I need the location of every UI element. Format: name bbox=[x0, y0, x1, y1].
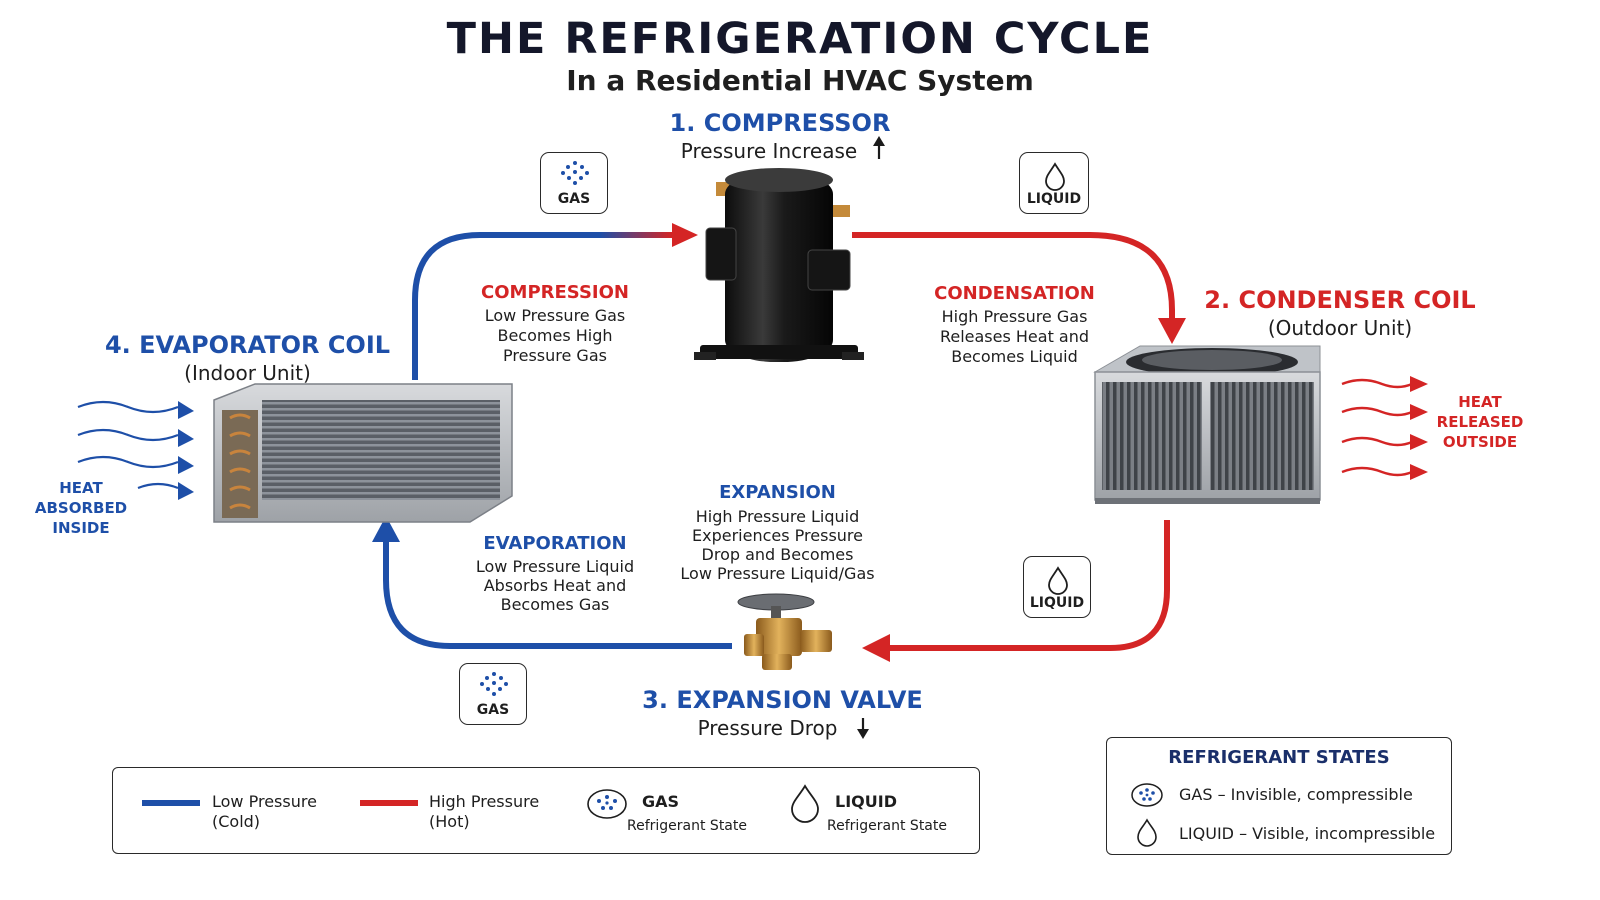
legend-low-label: Low Pressure bbox=[212, 792, 317, 811]
expansion-line: High Pressure Liquid bbox=[695, 507, 860, 526]
compressor-title: 1. COMPRESSOR bbox=[669, 109, 891, 137]
liquid-badge-top: LIQUID bbox=[1019, 152, 1089, 214]
liquid-drop-icon bbox=[791, 784, 819, 823]
pipe-suction-line bbox=[412, 223, 698, 380]
condensation-title: CONDENSATION bbox=[934, 283, 1095, 304]
gas-badge-label: GAS bbox=[476, 702, 510, 718]
liquid-drop-icon bbox=[1048, 566, 1068, 595]
evaporation-line: Absorbs Heat and bbox=[483, 576, 627, 595]
evaporator-subtitle: (Indoor Unit) bbox=[184, 361, 311, 385]
gas-badge-label: GAS bbox=[557, 191, 591, 207]
heat-released-line: RELEASED bbox=[1436, 413, 1524, 431]
compressor-image bbox=[694, 168, 864, 362]
condenser-unit-image bbox=[1093, 345, 1321, 504]
gas-icon bbox=[480, 672, 508, 696]
state-gas-description: GAS – Invisible, compressible bbox=[1179, 785, 1413, 804]
legend: Low Pressure (Cold) High Pressure (Hot) … bbox=[112, 767, 980, 854]
heat-absorbed-arrows bbox=[77, 400, 194, 500]
pressure-increase-arrow-icon bbox=[873, 136, 885, 159]
liquid-drop-icon bbox=[1045, 162, 1065, 191]
pipe-discharge-line bbox=[852, 232, 1186, 344]
high-pressure-swatch bbox=[360, 800, 418, 806]
gas-icon bbox=[561, 161, 589, 185]
liquid-badge-right: LIQUID bbox=[1023, 556, 1091, 618]
expansion-valve-image bbox=[737, 593, 832, 670]
legend-liquid-sub: Refrigerant State bbox=[827, 818, 947, 834]
compressor-subtitle: Pressure Increase bbox=[680, 139, 858, 163]
low-pressure-swatch bbox=[142, 800, 200, 806]
legend-high-pressure: High Pressure (Hot) bbox=[429, 792, 539, 832]
gas-badge-top: GAS bbox=[540, 152, 608, 214]
expansion-line: Low Pressure Liquid/Gas bbox=[680, 564, 875, 583]
compression-line: Pressure Gas bbox=[503, 346, 607, 365]
expansion-line: Drop and Becomes bbox=[701, 545, 854, 564]
liquid-badge-label: LIQUID bbox=[1029, 595, 1085, 611]
evaporation-description: EVAPORATION Low Pressure Liquid Absorbs … bbox=[455, 533, 655, 614]
compression-line: Becomes High bbox=[497, 326, 613, 345]
gas-badge-bottom: GAS bbox=[459, 663, 527, 725]
arrowhead bbox=[372, 516, 400, 542]
expansion-line: Experiences Pressure bbox=[692, 526, 863, 545]
expansion-valve-title: 3. EXPANSION VALVE bbox=[642, 686, 923, 714]
evaporation-line: Low Pressure Liquid bbox=[475, 557, 635, 576]
arrowhead bbox=[1158, 318, 1186, 344]
heat-absorbed-line: HEAT bbox=[59, 479, 103, 497]
legend-high-sub: (Hot) bbox=[429, 812, 470, 831]
heat-absorbed-label: HEAT ABSORBED INSIDE bbox=[22, 478, 140, 538]
legend-low-pressure: Low Pressure (Cold) bbox=[212, 792, 317, 832]
compression-line: Low Pressure Gas bbox=[484, 306, 626, 325]
compression-title: COMPRESSION bbox=[481, 282, 629, 303]
liquid-drop-icon bbox=[1137, 818, 1157, 847]
legend-low-sub: (Cold) bbox=[212, 812, 261, 831]
condensation-description: CONDENSATION High Pressure Gas Releases … bbox=[912, 283, 1117, 367]
condenser-subtitle: (Outdoor Unit) bbox=[1267, 316, 1413, 340]
arrowhead bbox=[672, 223, 698, 247]
expansion-valve-subtitle: Pressure Drop bbox=[697, 716, 838, 740]
gas-icon bbox=[1131, 783, 1163, 807]
heat-released-line: OUTSIDE bbox=[1442, 433, 1518, 451]
evaporator-coil-image bbox=[213, 383, 513, 523]
evaporation-line: Becomes Gas bbox=[500, 595, 610, 614]
heat-absorbed-line: INSIDE bbox=[52, 519, 110, 537]
heat-released-label: HEAT RELEASED OUTSIDE bbox=[1428, 392, 1532, 452]
evaporator-title: 4. EVAPORATOR COIL bbox=[104, 331, 391, 359]
arrowhead bbox=[862, 634, 890, 662]
gas-icon bbox=[587, 789, 627, 819]
condensation-line: Releases Heat and bbox=[939, 327, 1090, 346]
heat-released-line: HEAT bbox=[1458, 393, 1502, 411]
page-subtitle: In a Residential HVAC System bbox=[566, 64, 1034, 97]
condensation-line: Becomes Liquid bbox=[951, 347, 1078, 366]
legend-liquid-label: LIQUID bbox=[835, 792, 897, 811]
heat-released-arrows bbox=[1341, 376, 1428, 480]
heat-absorbed-line: ABSORBED bbox=[34, 499, 128, 517]
liquid-badge-label: LIQUID bbox=[1026, 191, 1082, 207]
legend-gas-sub: Refrigerant State bbox=[627, 818, 747, 834]
refrigerant-states-panel: REFRIGERANT STATES GAS – Invisible, comp… bbox=[1106, 737, 1452, 855]
condensation-line: High Pressure Gas bbox=[941, 307, 1088, 326]
pipe-liquid-line bbox=[862, 520, 1170, 662]
pipe-evaporator-feed bbox=[372, 516, 732, 649]
legend-gas-label: GAS bbox=[642, 792, 680, 811]
page-title: THE REFRIGERATION CYCLE bbox=[446, 14, 1154, 64]
pressure-drop-arrow-icon bbox=[857, 718, 869, 739]
legend-high-label: High Pressure bbox=[429, 792, 540, 811]
condenser-title: 2. CONDENSER COIL bbox=[1204, 286, 1476, 314]
expansion-title: EXPANSION bbox=[719, 482, 836, 503]
expansion-description: EXPANSION High Pressure Liquid Experienc… bbox=[665, 482, 890, 583]
compression-description: COMPRESSION Low Pressure Gas Becomes Hig… bbox=[455, 282, 655, 366]
evaporation-title: EVAPORATION bbox=[483, 533, 627, 554]
state-liquid-description: LIQUID – Visible, incompressible bbox=[1179, 824, 1436, 843]
refrigerant-states-title: REFRIGERANT STATES bbox=[1168, 747, 1390, 768]
